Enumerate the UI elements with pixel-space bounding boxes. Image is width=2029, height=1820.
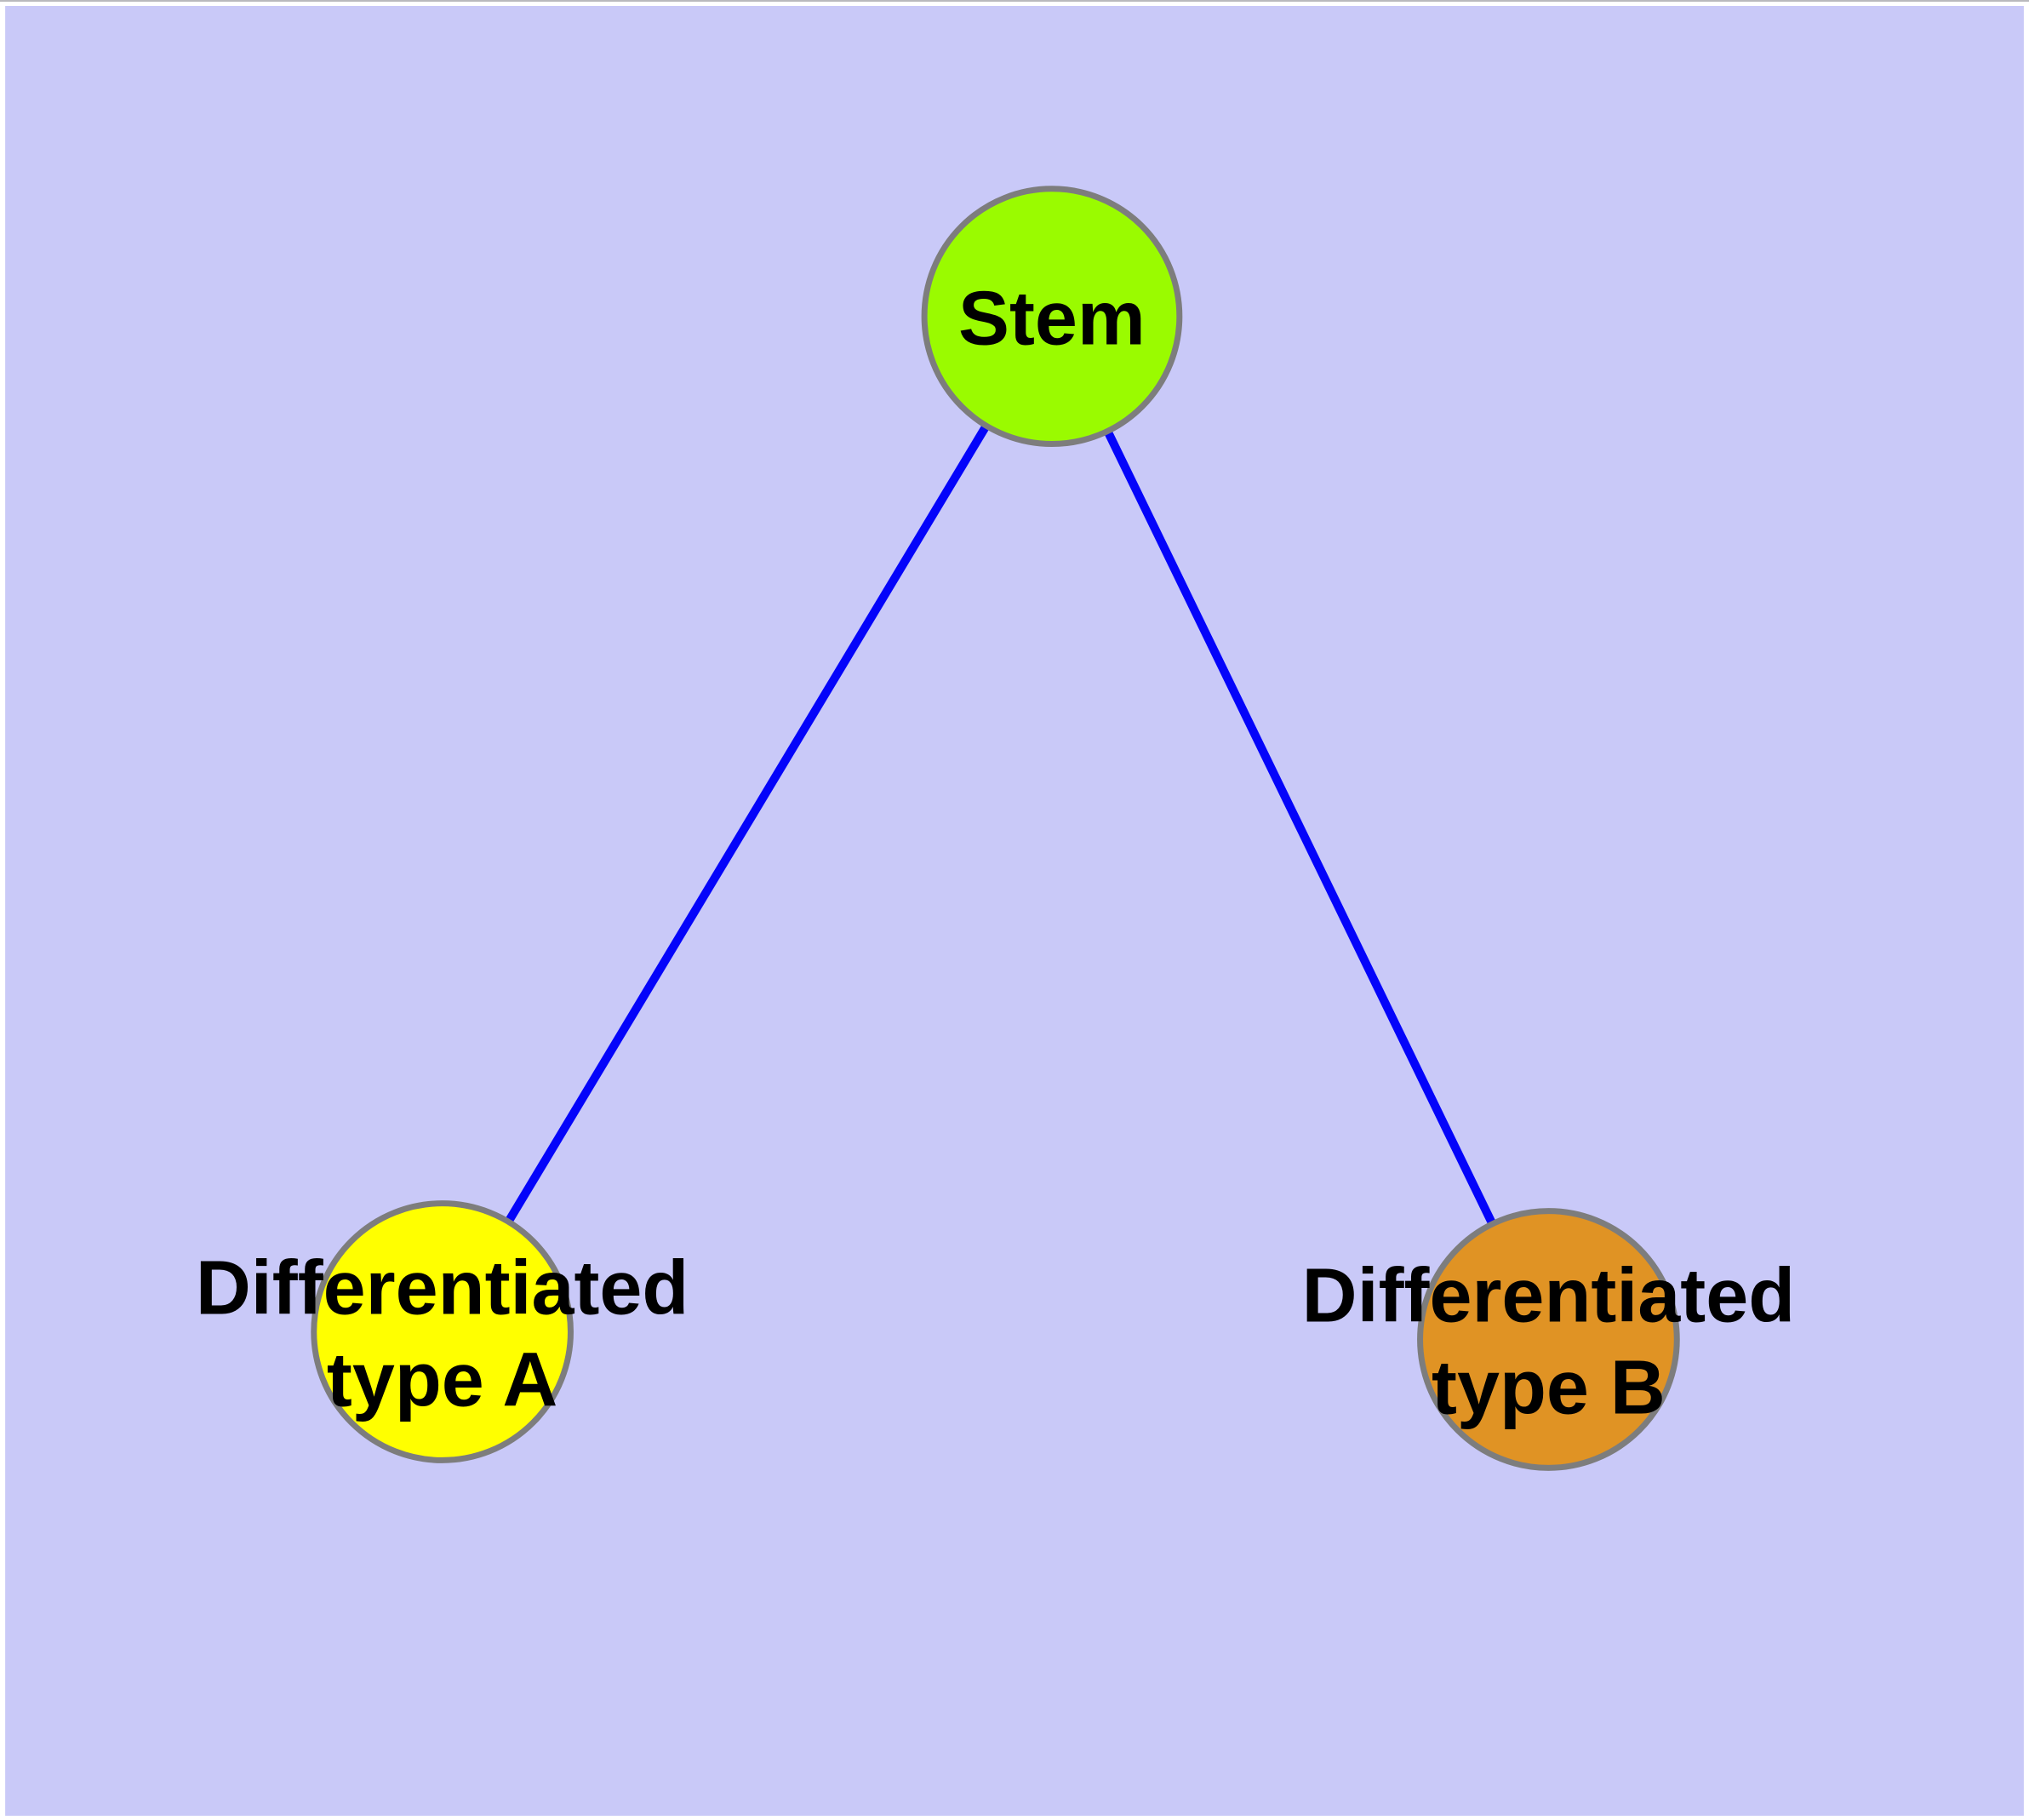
node-type-b-circle xyxy=(1417,1208,1680,1471)
edge-stem-type-b xyxy=(1048,314,1552,1342)
node-stem-label: Stem xyxy=(958,277,1146,362)
node-stem-circle xyxy=(921,186,1183,448)
edge-stem-type-a xyxy=(438,314,1056,1335)
edges-layer xyxy=(438,314,1552,1342)
node-type-a-circle xyxy=(311,1200,574,1463)
node-stem: Stem xyxy=(921,186,1183,448)
